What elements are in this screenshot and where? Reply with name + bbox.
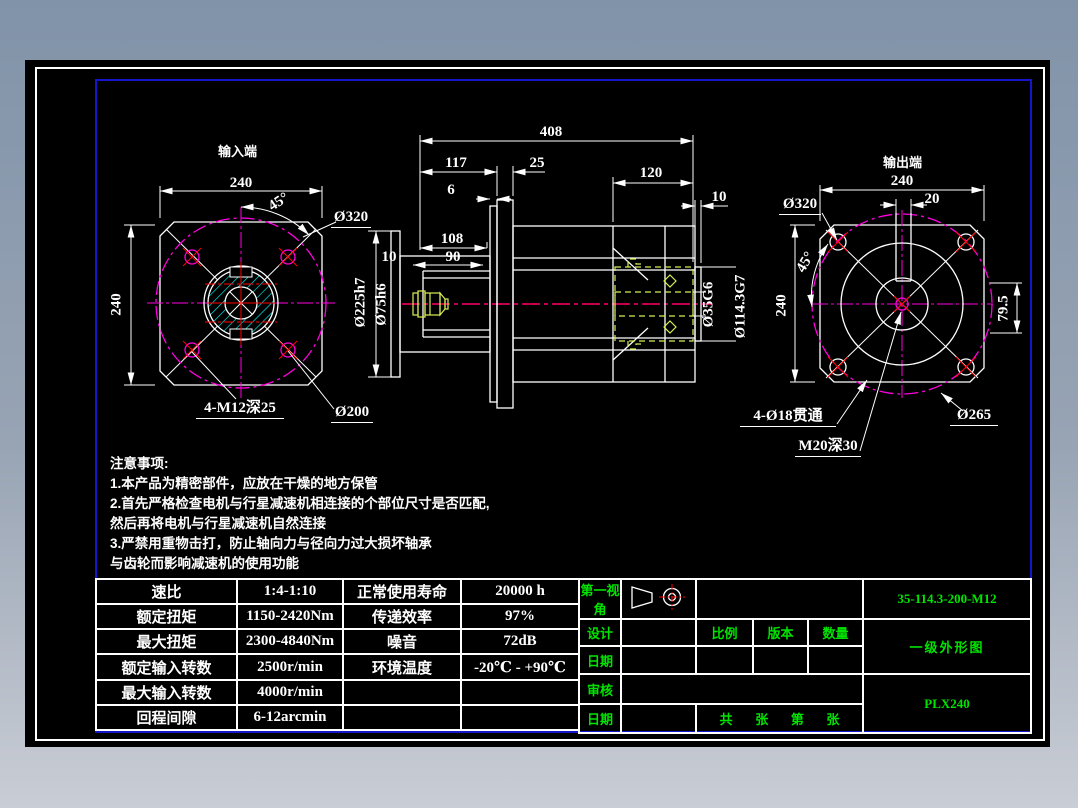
table-row: 设计 比例 版本 数量 一级外形图	[578, 618, 1033, 675]
spec-value: 97%	[460, 603, 580, 631]
dim-input-flange-od: Ø320	[331, 209, 371, 228]
notes-block: 注意事项: 1.本产品为精密部件，应放在干燥的地方保管 2.首先严格检查电机与行…	[110, 454, 490, 574]
spec-label: 最大扭矩	[95, 628, 238, 656]
dim-10-right: 10	[711, 189, 727, 205]
spec-value: 20000 h	[460, 577, 580, 606]
sheet-word: 第	[790, 712, 804, 727]
notes-line: 然后再将电机与行星减速机自然连接	[110, 516, 326, 531]
spec-value: -20℃ - +90℃	[460, 653, 580, 681]
table-row: 额定扭矩 1150-2420Nm 传递效率 97%	[95, 603, 580, 631]
scale-label: 比例	[695, 618, 754, 647]
dim-input-height: 240	[108, 293, 125, 316]
spec-label: 最大输入转数	[95, 678, 238, 706]
spec-label: 速比	[95, 577, 238, 606]
design-label: 设计	[578, 618, 622, 647]
notes-line: 2.首先严格检查电机与行星减速机相连接的个部位尺寸是否匹配,	[110, 496, 490, 511]
dim-input-shaft-dia: Ø75h6	[373, 283, 390, 326]
table-row: 日期	[578, 645, 1031, 675]
blank-cell	[620, 703, 697, 734]
dim-output-bolt-spec: 4-Ø18贯通	[740, 404, 836, 427]
dim-120: 120	[639, 165, 663, 181]
dim-overall-length: 408	[539, 124, 563, 140]
spec-table: 速比 1:4-1:10 正常使用寿命 20000 h 额定扭矩 1150-242…	[95, 577, 580, 732]
dim-108: 108	[440, 231, 464, 247]
dim-output-height: 240	[773, 294, 790, 317]
dim-output-flange-od: Ø320	[779, 196, 821, 215]
table-row: 第一视角 35-114.3-200-M12	[578, 578, 1033, 620]
projection-label: 第一视角	[578, 578, 622, 620]
dim-117: 117	[445, 155, 467, 171]
sheet-count-cell: 共 张 第 张	[694, 703, 865, 734]
blank-cell	[695, 645, 754, 675]
sheet-word: 共	[719, 712, 733, 727]
table-row: 最大扭矩 2300-4840Nm 噪音 72dB	[95, 628, 580, 656]
projection-symbol-cell	[620, 578, 697, 620]
table-row: 最大输入转数 4000r/min	[95, 678, 580, 706]
date-label: 日期	[578, 703, 622, 734]
spec-label: 正常使用寿命	[342, 577, 462, 606]
blank-cell	[694, 578, 865, 620]
spec-label: 噪音	[342, 628, 462, 656]
sheet-inner-blue-frame	[95, 79, 1032, 733]
spec-label	[342, 678, 462, 706]
blank-cell	[620, 645, 697, 675]
dim-input-bolt-spec: 4-M12深25	[196, 396, 284, 419]
dim-79-5: 79.5	[995, 295, 1012, 322]
spec-value: 6-12arcmin	[236, 703, 344, 732]
spec-value: 2500r/min	[236, 653, 344, 681]
table-row: 额定输入转数 2500r/min 环境温度 -20℃ - +90℃	[95, 653, 580, 681]
sheet-outer-frame	[35, 67, 1045, 741]
dim-input-bolt-circle: Ø200	[331, 404, 373, 423]
spec-label	[342, 703, 462, 732]
dim-6: 6	[447, 182, 455, 198]
table-row: 速比 1:4-1:10 正常使用寿命 20000 h	[95, 577, 580, 606]
spec-value: 1150-2420Nm	[236, 603, 344, 631]
spec-value: 1:4-1:10	[236, 577, 344, 606]
spec-label: 额定扭矩	[95, 603, 238, 631]
audit-label: 审核	[578, 673, 622, 705]
dim-output-recess-dia: Ø114.3G7	[732, 274, 749, 339]
notes-line: 1.本产品为精密部件，应放在干燥的地方保管	[110, 476, 378, 491]
drawing-name: 一级外形图	[862, 618, 1033, 675]
spec-value	[460, 703, 580, 732]
dim-keyway-width: 20	[924, 191, 940, 207]
qty-label: 数量	[806, 618, 865, 647]
blank-cell	[752, 645, 809, 675]
date-label: 日期	[578, 645, 622, 675]
version-label: 版本	[752, 618, 809, 647]
table-row: 日期 共 张 第 张	[578, 703, 1031, 734]
dim-bolt-circle-265: Ø265	[950, 407, 998, 426]
title-block: 第一视角 35-114.3-200-M12 设计 比例 版本 数量 一级外形图 …	[578, 578, 1033, 734]
dim-center-tap-spec: M20深30	[795, 434, 861, 457]
dim-90: 90	[445, 249, 461, 265]
spec-label: 环境温度	[342, 653, 462, 681]
sheet-word: 张	[755, 712, 769, 727]
series-number: PLX240	[862, 673, 1033, 734]
dim-output-width: 240	[890, 173, 914, 189]
dim-spigot-dia: Ø225h7	[352, 277, 369, 328]
notes-line: 与齿轮而影响减速机的使用功能	[110, 556, 299, 571]
notes-line: 3.严禁用重物击打，防止轴向力与径向力过大损坏轴承	[110, 536, 432, 551]
blank-cell	[619, 673, 865, 705]
sheet-word: 张	[826, 712, 840, 727]
spec-value: 4000r/min	[236, 678, 344, 706]
spec-value: 2300-4840Nm	[236, 628, 344, 656]
notes-title: 注意事项:	[110, 456, 169, 471]
spec-value	[460, 678, 580, 706]
table-row: 审核 PLX240	[578, 673, 1033, 734]
blank-cell	[620, 618, 697, 647]
spec-label: 额定输入转数	[95, 653, 238, 681]
table-row: 回程间隙 6-12arcmin	[95, 703, 580, 732]
output-view-title: 输出端	[883, 155, 923, 170]
input-view-title: 输入端	[218, 144, 258, 159]
model-number: 35-114.3-200-M12	[862, 578, 1033, 620]
spec-label: 传递效率	[342, 603, 462, 631]
blank-cell	[806, 645, 865, 675]
spec-label: 回程间隙	[95, 703, 238, 732]
dim-input-width: 240	[229, 175, 253, 191]
dim-25: 25	[529, 155, 545, 171]
spec-value: 72dB	[460, 628, 580, 656]
dim-10-left: 10	[381, 249, 397, 265]
dim-output-bore-dia: Ø35G6	[700, 281, 717, 328]
